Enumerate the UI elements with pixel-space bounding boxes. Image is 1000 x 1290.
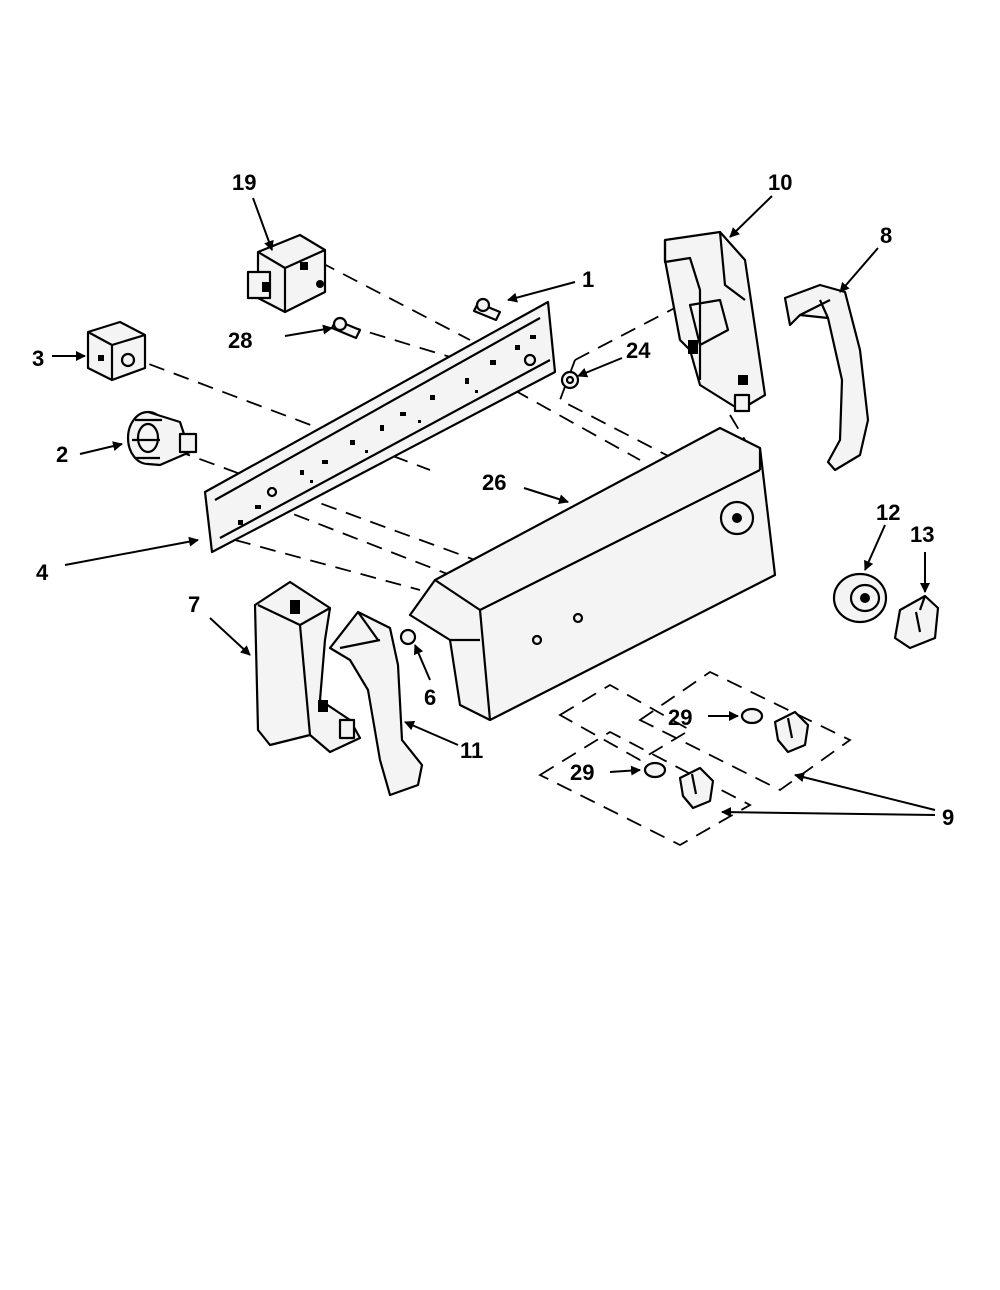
label-part-1: 1 bbox=[582, 267, 594, 292]
part-1-screw bbox=[472, 297, 502, 322]
part-26-console-panel bbox=[408, 426, 777, 722]
part-4-bracket bbox=[203, 300, 557, 554]
part-24-nut bbox=[560, 370, 580, 390]
part-3-switch bbox=[86, 320, 147, 382]
label-part-26: 26 bbox=[482, 470, 506, 495]
part-19-switch bbox=[246, 233, 327, 314]
part-28-screw bbox=[330, 316, 362, 340]
label-part-29-upper: 29 bbox=[668, 705, 692, 730]
part-13-knob bbox=[893, 594, 940, 650]
label-part-9: 9 bbox=[942, 805, 954, 830]
part-number-labels: 19 10 8 1 28 24 3 2 26 4 12 13 7 6 11 29… bbox=[32, 170, 954, 830]
part-2-rotary-control bbox=[126, 410, 198, 467]
part-29-upper bbox=[740, 707, 810, 754]
label-part-13: 13 bbox=[910, 522, 934, 547]
label-part-12: 12 bbox=[876, 500, 900, 525]
part-6-screw bbox=[399, 628, 417, 646]
part-7-end-bracket bbox=[253, 580, 362, 754]
label-part-8: 8 bbox=[880, 223, 892, 248]
part-12-knob-base bbox=[832, 572, 888, 624]
label-part-10: 10 bbox=[768, 170, 792, 195]
label-part-2: 2 bbox=[56, 442, 68, 467]
label-part-29-lower: 29 bbox=[570, 760, 594, 785]
leader-lines bbox=[52, 195, 936, 818]
label-part-28: 28 bbox=[228, 328, 252, 353]
label-part-6: 6 bbox=[424, 685, 436, 710]
label-part-3: 3 bbox=[32, 346, 44, 371]
label-part-19: 19 bbox=[232, 170, 256, 195]
part-29-lower bbox=[643, 761, 715, 810]
label-part-11: 11 bbox=[460, 738, 483, 763]
label-part-4: 4 bbox=[36, 560, 49, 585]
label-part-24: 24 bbox=[626, 338, 651, 363]
part-11-end-cap bbox=[328, 610, 424, 797]
part-10-end-bracket bbox=[663, 230, 767, 413]
part-8-end-cap bbox=[783, 283, 870, 472]
label-part-7: 7 bbox=[188, 592, 200, 617]
